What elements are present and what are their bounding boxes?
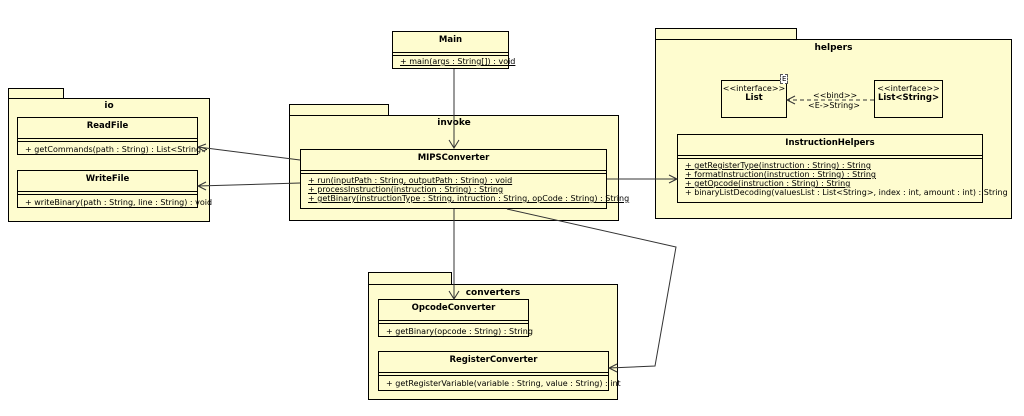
- processinstruction-method: + processInstruction(instruction : Strin…: [308, 185, 504, 194]
- opcodeconverter-class-name: OpcodeConverter: [411, 303, 496, 313]
- registerconverter-class-name: RegisterConverter: [449, 355, 538, 365]
- arrowhead-mipsconverter-to-registerconverter: [607, 363, 618, 373]
- list-string-stereotype: <<interface>>: [877, 84, 940, 93]
- arrowhead-mipsconverter-to-writefile: [196, 181, 207, 191]
- opcode-getbinary-method: + getBinary(opcode : String) : String: [386, 327, 533, 336]
- arrowhead-mipsconverter-to-readfile: [196, 143, 207, 153]
- mipsconverter-class-name: MIPSConverter: [417, 153, 490, 163]
- list-interface-name: List: [745, 93, 763, 103]
- converters-package-name: converters: [465, 288, 521, 298]
- opcodeconverter-class[interactable]: OpcodeConverter + getBinary(opcode : Str…: [378, 299, 533, 337]
- readfile-class[interactable]: ReadFile + getCommands(path : String) : …: [17, 117, 208, 155]
- getbinary-method: + getBinary(instructionType : String, in…: [308, 194, 630, 203]
- main-class-name: Main: [438, 35, 463, 45]
- main-class[interactable]: Main + main(args : String[]) : void: [392, 31, 516, 69]
- edge-mipsconverter-to-readfile: [197, 146, 301, 161]
- helpers-package-name: helpers: [814, 43, 853, 53]
- main-method: + main(args : String[]) : void: [400, 57, 516, 66]
- writebinary-method: + writeBinary(path : String, line : Stri…: [25, 198, 213, 207]
- edge-mipsconverter-to-writefile: [197, 182, 301, 187]
- edge-mipsconverter-to-registerconverter: [506, 208, 677, 369]
- bind-substitution-label: <E->String>: [808, 101, 860, 110]
- writefile-class-name: WriteFile: [85, 174, 130, 184]
- getregistervariable-method: + getRegisterVariable(variable : String,…: [386, 379, 621, 388]
- formatinstruction-method: + formatInstruction(instruction : String…: [685, 170, 876, 179]
- arrowhead-main-to-mipsconverter: [448, 139, 460, 149]
- instructionhelpers-class[interactable]: InstructionHelpers + getRegisterType(ins…: [677, 134, 1008, 203]
- binarylistdecoding-method: + binaryListDecoding(valuesList : List<S…: [685, 188, 1008, 197]
- arrowhead-bind: [785, 95, 796, 105]
- getopcode-method: + getOpcode(instruction : String) : Stri…: [685, 179, 851, 188]
- list-interface[interactable]: <<interface>> List: [721, 80, 787, 118]
- readfile-class-name: ReadFile: [86, 121, 129, 131]
- io-package-name: io: [104, 101, 114, 111]
- instructionhelpers-class-name: InstructionHelpers: [785, 138, 875, 148]
- getcommands-method: + getCommands(path : String) : List<Stri…: [25, 145, 208, 154]
- list-type-parameter: E: [780, 74, 789, 84]
- arrowhead-mipsconverter-to-opcodeconverter: [448, 290, 460, 300]
- mipsconverter-class[interactable]: MIPSConverter + run(inputPath : String, …: [300, 149, 630, 209]
- list-stereotype: <<interface>>: [722, 84, 786, 93]
- getregistertype-method: + getRegisterType(instruction : String) …: [685, 161, 871, 170]
- arrowhead-mipsconverter-to-instructionhelpers: [668, 174, 679, 184]
- list-string-interface[interactable]: <<interface>> List<String>: [874, 80, 943, 118]
- run-method: + run(inputPath : String, outputPath : S…: [308, 176, 513, 185]
- registerconverter-class[interactable]: RegisterConverter + getRegisterVariable(…: [378, 351, 621, 391]
- bind-label: <<bind>>: [813, 91, 858, 100]
- list-string-interface-name: List<String>: [877, 93, 940, 103]
- writefile-class[interactable]: WriteFile + writeBinary(path : String, l…: [17, 170, 213, 208]
